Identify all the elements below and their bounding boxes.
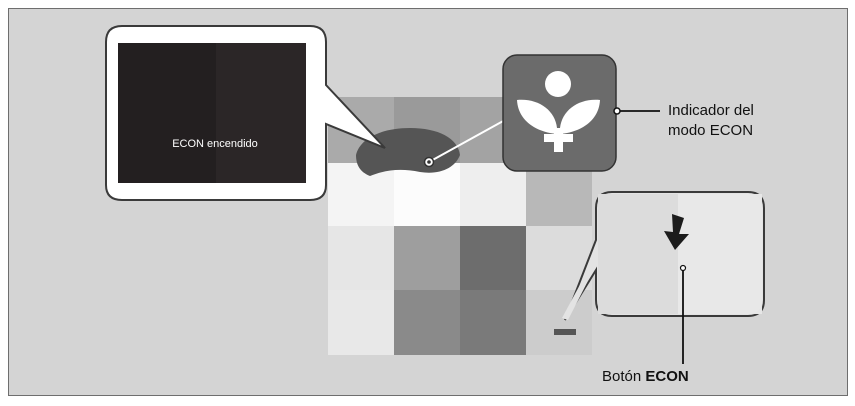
button-callout <box>562 192 764 320</box>
econ-indicator-box <box>503 55 616 171</box>
econ-indicator-label: Indicador del modo ECON <box>668 101 828 141</box>
econ-button-label-prefix: Botón <box>602 368 645 385</box>
econ-button-location <box>554 329 576 335</box>
econ-indicator-label-line1: Indicador del <box>668 101 828 121</box>
econ-button-label-bold: ECON <box>645 368 688 385</box>
screen-message: ECON encendido <box>125 138 305 150</box>
econ-indicator-label-line2: modo ECON <box>668 121 828 141</box>
econ-button-label: Botón ECON <box>602 368 782 385</box>
